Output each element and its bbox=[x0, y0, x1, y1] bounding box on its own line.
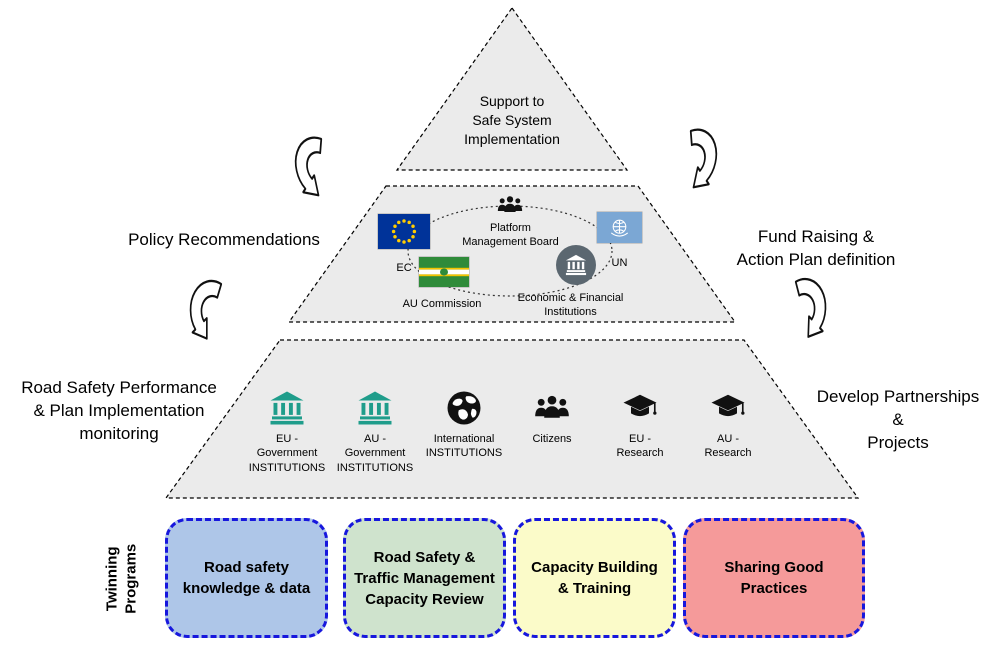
globe-icon bbox=[446, 390, 482, 426]
graduation-cap-icon bbox=[622, 390, 658, 426]
graduation-cap-icon bbox=[710, 390, 746, 426]
stakeholder-international: International INSTITUTIONS bbox=[420, 390, 508, 461]
stakeholder-eu-research: EU - Research bbox=[596, 390, 684, 461]
stakeholder-label: International INSTITUTIONS bbox=[425, 433, 503, 460]
program-label: Capacity Building & Training bbox=[531, 559, 658, 597]
policy-recommendations-label: Policy Recommendations bbox=[128, 230, 320, 249]
program-label: Road safety knowledge & data bbox=[182, 559, 311, 597]
stakeholder-label: AU - Government INSTITUTIONS bbox=[336, 433, 414, 474]
partnerships-label: Develop Partnerships & Projects bbox=[816, 387, 980, 452]
fund-raising-label: Fund Raising & Action Plan definition bbox=[736, 227, 896, 269]
monitoring-label: Road Safety Performance & Plan Implement… bbox=[21, 378, 217, 443]
cycle-arrow-icon bbox=[787, 276, 831, 340]
un-flag-icon bbox=[597, 212, 642, 243]
ec-label: EC bbox=[396, 262, 412, 274]
stakeholder-au-government: AU - Government INSTITUTIONS bbox=[331, 390, 419, 475]
program-box-capacity-building: Capacity Building & Training bbox=[513, 518, 676, 638]
apex-label: Support to Safe System Implementation bbox=[464, 93, 560, 147]
twinning-programs-title: Twinning Programs bbox=[103, 543, 139, 615]
pyramid-tier-bottom bbox=[164, 339, 860, 499]
cycle-arrow-icon bbox=[186, 278, 228, 342]
au-commission-label: AU Commission bbox=[402, 298, 482, 310]
stakeholder-au-research: AU - Research bbox=[684, 390, 772, 461]
citizens-icon bbox=[534, 390, 570, 426]
pyramid-tier-top bbox=[395, 6, 629, 171]
board-label: Platform Management Board bbox=[462, 222, 559, 249]
stakeholder-label: AU - Research bbox=[704, 433, 752, 460]
economic-financial-label: Economic & Financial Institutions bbox=[517, 292, 624, 319]
au-flag-icon bbox=[419, 257, 469, 287]
program-box-capacity-review: Road Safety & Traffic Management Capacit… bbox=[343, 518, 506, 638]
un-label: UN bbox=[611, 257, 628, 269]
stakeholder-label: EU - Government INSTITUTIONS bbox=[248, 433, 326, 474]
stakeholder-citizens: Citizens bbox=[508, 390, 596, 446]
stakeholder-label: EU - Research bbox=[616, 433, 664, 460]
stakeholder-eu-government: EU - Government INSTITUTIONS bbox=[243, 390, 331, 475]
program-box-sharing-practices: Sharing Good Practices bbox=[683, 518, 865, 638]
eu-flag-icon bbox=[378, 214, 430, 249]
bank-icon bbox=[269, 390, 305, 426]
program-label: Road Safety & Traffic Management Capacit… bbox=[354, 548, 495, 608]
bank-icon bbox=[357, 390, 393, 426]
people-icon bbox=[494, 192, 526, 218]
program-box-road-safety-knowledge: Road safety knowledge & data bbox=[165, 518, 328, 638]
program-label: Sharing Good Practices bbox=[724, 559, 824, 597]
governance-ellipse bbox=[407, 205, 613, 297]
bank-icon bbox=[556, 245, 596, 285]
stakeholder-label: Citizens bbox=[532, 433, 572, 445]
